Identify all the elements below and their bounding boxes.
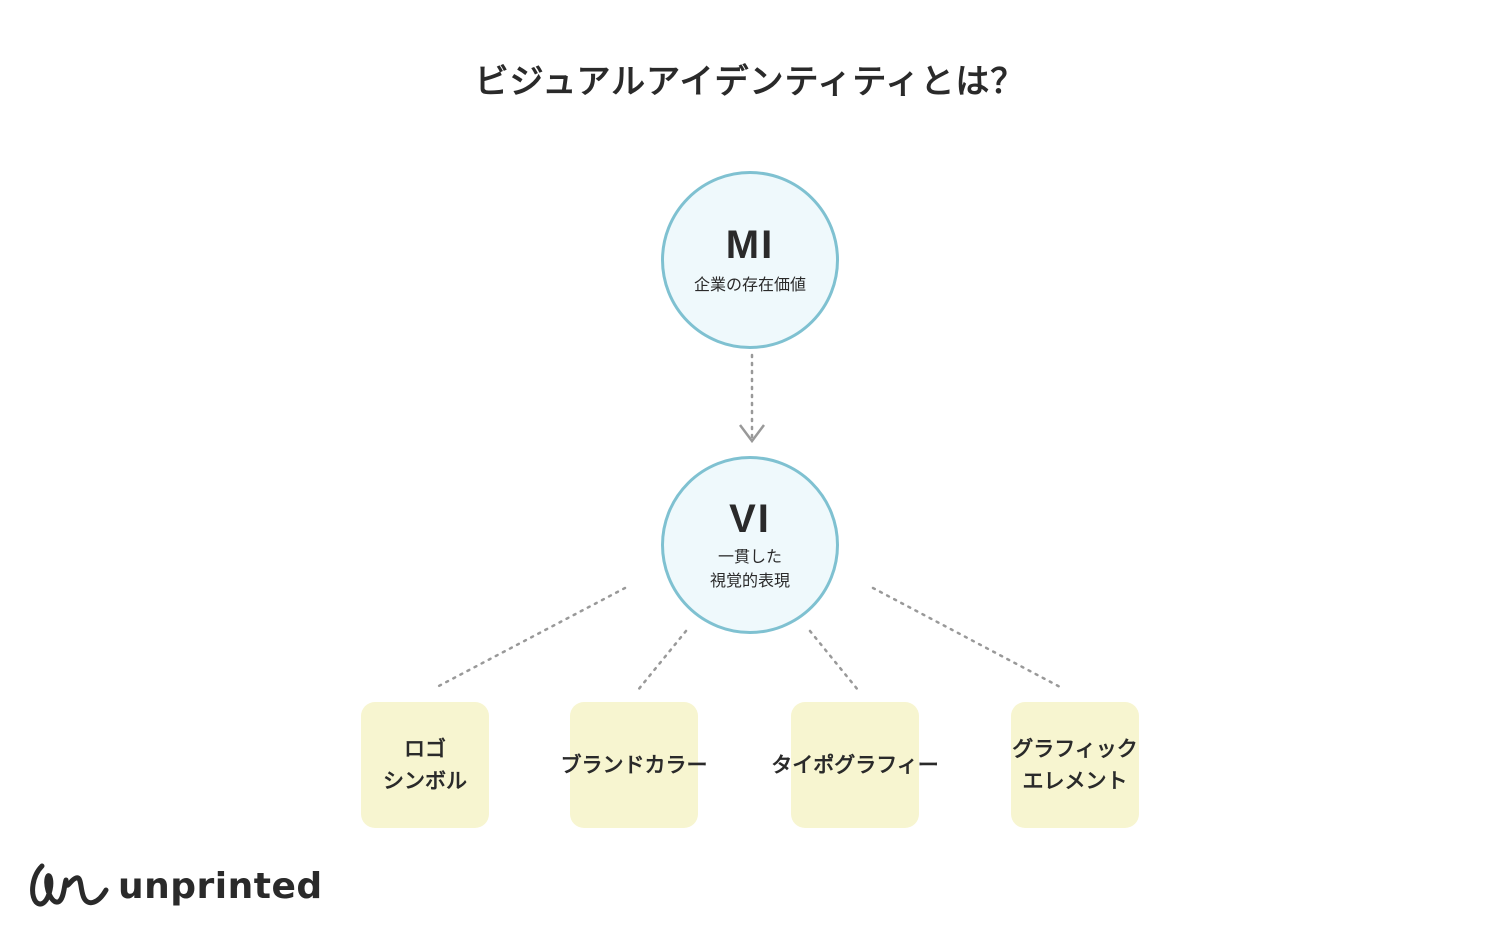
mi-label: MI (725, 223, 775, 267)
connector-graphic (871, 586, 1064, 690)
element-box-color (570, 702, 698, 828)
diagram-title: ビジュアルアイデンティティとは？ (474, 62, 1026, 102)
connector-typography (808, 629, 860, 692)
element-label-graphic: グラフィック エレメント (1012, 737, 1138, 793)
element-label-logo: ロゴ シンボル (383, 737, 467, 793)
element-box-typography (791, 702, 919, 828)
element-label-typography: タイポグラフィー (771, 753, 939, 777)
connector-logo (433, 586, 627, 690)
mi-description: 企業の存在価値 (693, 275, 806, 294)
brand-logo: unprinted (28, 860, 323, 912)
mi-node: MI 企業の存在価値 (661, 171, 839, 349)
element-label-color: ブランドカラー (560, 753, 708, 777)
connector-color (636, 629, 688, 692)
arrow-down-icon (739, 424, 765, 444)
brand-name: unprinted (118, 865, 323, 907)
brand-logo-icon (30, 863, 109, 907)
vi-description-line2: 視覚的表現 (709, 571, 790, 590)
element-box-logo (361, 702, 489, 828)
vi-description-line1: 一貫した (717, 547, 782, 566)
vi-label: VI (729, 497, 771, 541)
vi-node: VI 一貫した 視覚的表現 (661, 456, 839, 634)
element-box-graphic (1011, 702, 1139, 828)
